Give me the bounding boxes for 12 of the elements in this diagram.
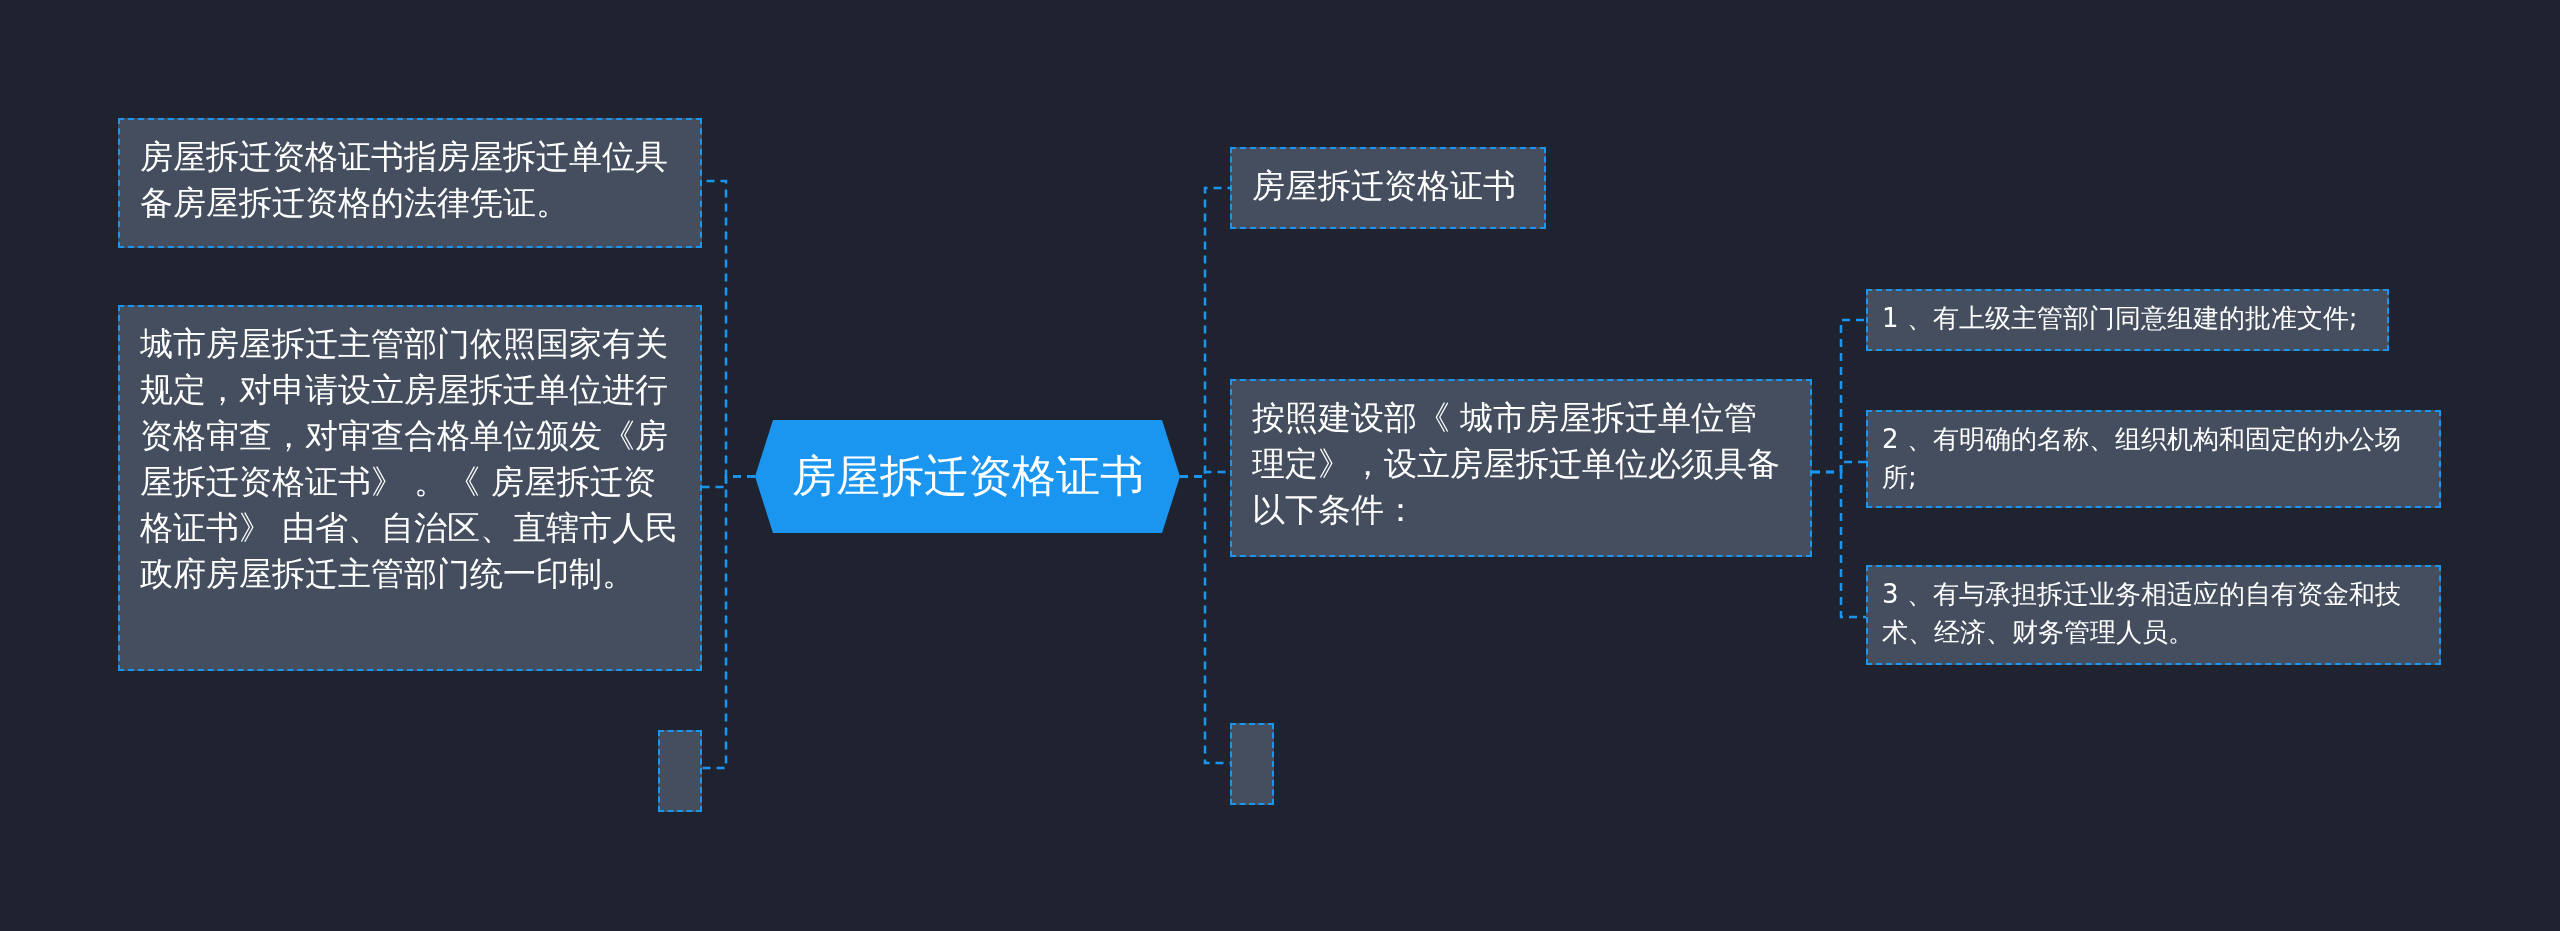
topic-box: 2 、有明确的名称、组织机构和固定的办公场所; xyxy=(1866,410,2441,508)
connector-line xyxy=(702,475,755,770)
topic-box: 城市房屋拆迁主管部门依照国家有关规定，对申请设立房屋拆迁单位进行资格审查，对审查合格单位颁发《房屋拆迁资格证书》 。《 房屋拆迁资格证书》 由省、自治区、直辖市人民政府房屋拆迁主管部门统一印制。 xyxy=(118,305,702,671)
topic-box: 房屋拆迁资格证书 xyxy=(1230,147,1546,229)
topic-box: 按照建设部《 城市房屋拆迁单位管理定》，设立房屋拆迁单位必须具备以下条件： xyxy=(1230,379,1812,557)
connector-line xyxy=(1812,470,1866,619)
central-topic-hexagon: 房屋拆迁资格证书 xyxy=(755,420,1180,533)
topic-box: 1 、有上级主管部门同意组建的批准文件; xyxy=(1866,289,2389,351)
topic-box: 3 、有与承担拆迁业务相适应的自有资金和技术、经济、财务管理人员。 xyxy=(1866,565,2441,665)
topic-box: 房屋拆迁资格证书指房屋拆迁单位具备房屋拆迁资格的法律凭证。 xyxy=(118,118,702,248)
empty-box xyxy=(1230,723,1274,805)
empty-box xyxy=(658,730,702,812)
